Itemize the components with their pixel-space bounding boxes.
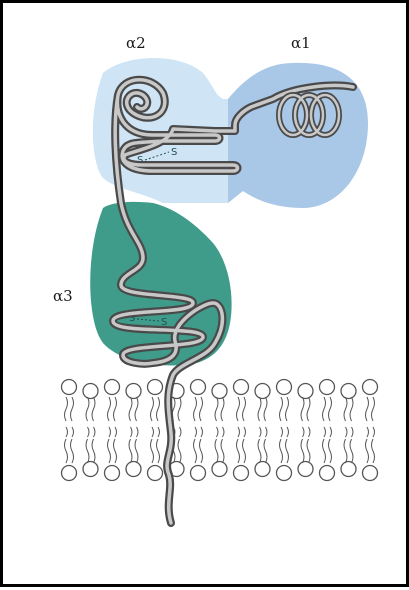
lipid-tail xyxy=(344,439,347,463)
alpha3-label: α3 xyxy=(53,287,73,305)
lipid-tail xyxy=(372,397,375,437)
lipid-head xyxy=(83,462,98,477)
lipid-tail xyxy=(178,397,181,437)
lipid-tail xyxy=(221,397,224,437)
lipid-head xyxy=(363,380,378,395)
lipid-tail xyxy=(280,439,283,463)
lipid-head xyxy=(341,462,356,477)
lipid-head xyxy=(320,380,335,395)
lipid-head xyxy=(298,462,313,477)
lipid-tail xyxy=(200,397,203,437)
lipid-tail xyxy=(350,397,353,437)
lipid-head xyxy=(298,384,313,399)
lipid-tail xyxy=(86,439,89,463)
disulfide-s-alpha2-b: S xyxy=(171,147,177,158)
lipid-tail xyxy=(366,397,369,437)
lipid-head xyxy=(62,466,77,481)
lipid-head xyxy=(212,462,227,477)
lipid-tail xyxy=(280,397,283,437)
lipid-tail xyxy=(264,439,267,463)
lipid-tail xyxy=(157,397,160,437)
lipid-tail xyxy=(243,439,246,463)
lipid-tail xyxy=(65,439,68,463)
lipid-head xyxy=(148,466,163,481)
lipid-tail xyxy=(157,439,160,463)
alpha3-domain xyxy=(90,202,231,366)
lipid-head xyxy=(126,462,141,477)
alpha1-label: α1 xyxy=(291,34,311,52)
lipid-head xyxy=(62,380,77,395)
lipid-tail xyxy=(71,439,74,463)
lipid-tail xyxy=(194,439,197,463)
lipid-tail xyxy=(366,439,369,463)
lipid-tail xyxy=(264,397,267,437)
lipid-head xyxy=(234,380,249,395)
lipid-tail xyxy=(301,397,304,437)
lipid-head xyxy=(83,384,98,399)
lipid-head xyxy=(191,466,206,481)
lipid-tail xyxy=(92,439,95,463)
lipid-tail xyxy=(350,439,353,463)
lipid-tail xyxy=(215,397,218,437)
lipid-tail xyxy=(129,439,132,463)
lipid-tail xyxy=(344,397,347,437)
lipid-tail xyxy=(221,439,224,463)
lipid-tail xyxy=(286,439,289,463)
lipid-tail xyxy=(323,397,326,437)
lipid-tail xyxy=(258,397,261,437)
lipid-head xyxy=(255,462,270,477)
lipid-tail xyxy=(243,397,246,437)
lipid-tail xyxy=(114,439,117,463)
lipid-tail xyxy=(135,439,138,463)
lipid-head xyxy=(105,380,120,395)
lipid-head xyxy=(255,384,270,399)
lipid-head xyxy=(148,380,163,395)
lipid-tail xyxy=(372,439,375,463)
lipid-tail xyxy=(307,397,310,437)
lipid-tail xyxy=(258,439,261,463)
lipid-tail xyxy=(178,439,181,463)
lipid-tail xyxy=(329,397,332,437)
lipid-head xyxy=(277,466,292,481)
lipid-tail xyxy=(129,397,132,437)
lipid-tail xyxy=(237,439,240,463)
lipid-tail xyxy=(200,439,203,463)
lipid-tail xyxy=(194,397,197,437)
lipid-tail xyxy=(237,397,240,437)
lipid-head xyxy=(126,384,141,399)
lipid-tail xyxy=(323,439,326,463)
lipid-tail xyxy=(286,397,289,437)
lipid-head xyxy=(212,384,227,399)
lipid-tail xyxy=(307,439,310,463)
lipid-tail xyxy=(151,397,154,437)
lipid-tail xyxy=(215,439,218,463)
lipid-head xyxy=(363,466,378,481)
lipid-tail xyxy=(114,397,117,437)
lipid-tail xyxy=(329,439,332,463)
lipid-tail xyxy=(151,439,154,463)
lipid-head xyxy=(105,466,120,481)
lipid-tail xyxy=(92,397,95,437)
alpha2-label: α2 xyxy=(126,34,146,52)
lipid-tail xyxy=(65,397,68,437)
lipid-head xyxy=(341,384,356,399)
lipid-tail xyxy=(86,397,89,437)
lipid-head xyxy=(234,466,249,481)
lipid-tail xyxy=(71,397,74,437)
lipid-tail xyxy=(135,397,138,437)
lipid-head xyxy=(277,380,292,395)
lipid-bilayer xyxy=(62,380,378,481)
lipid-tail xyxy=(108,397,111,437)
lipid-tail xyxy=(301,439,304,463)
lipid-head xyxy=(320,466,335,481)
lipid-tail xyxy=(108,439,111,463)
lipid-head xyxy=(191,380,206,395)
